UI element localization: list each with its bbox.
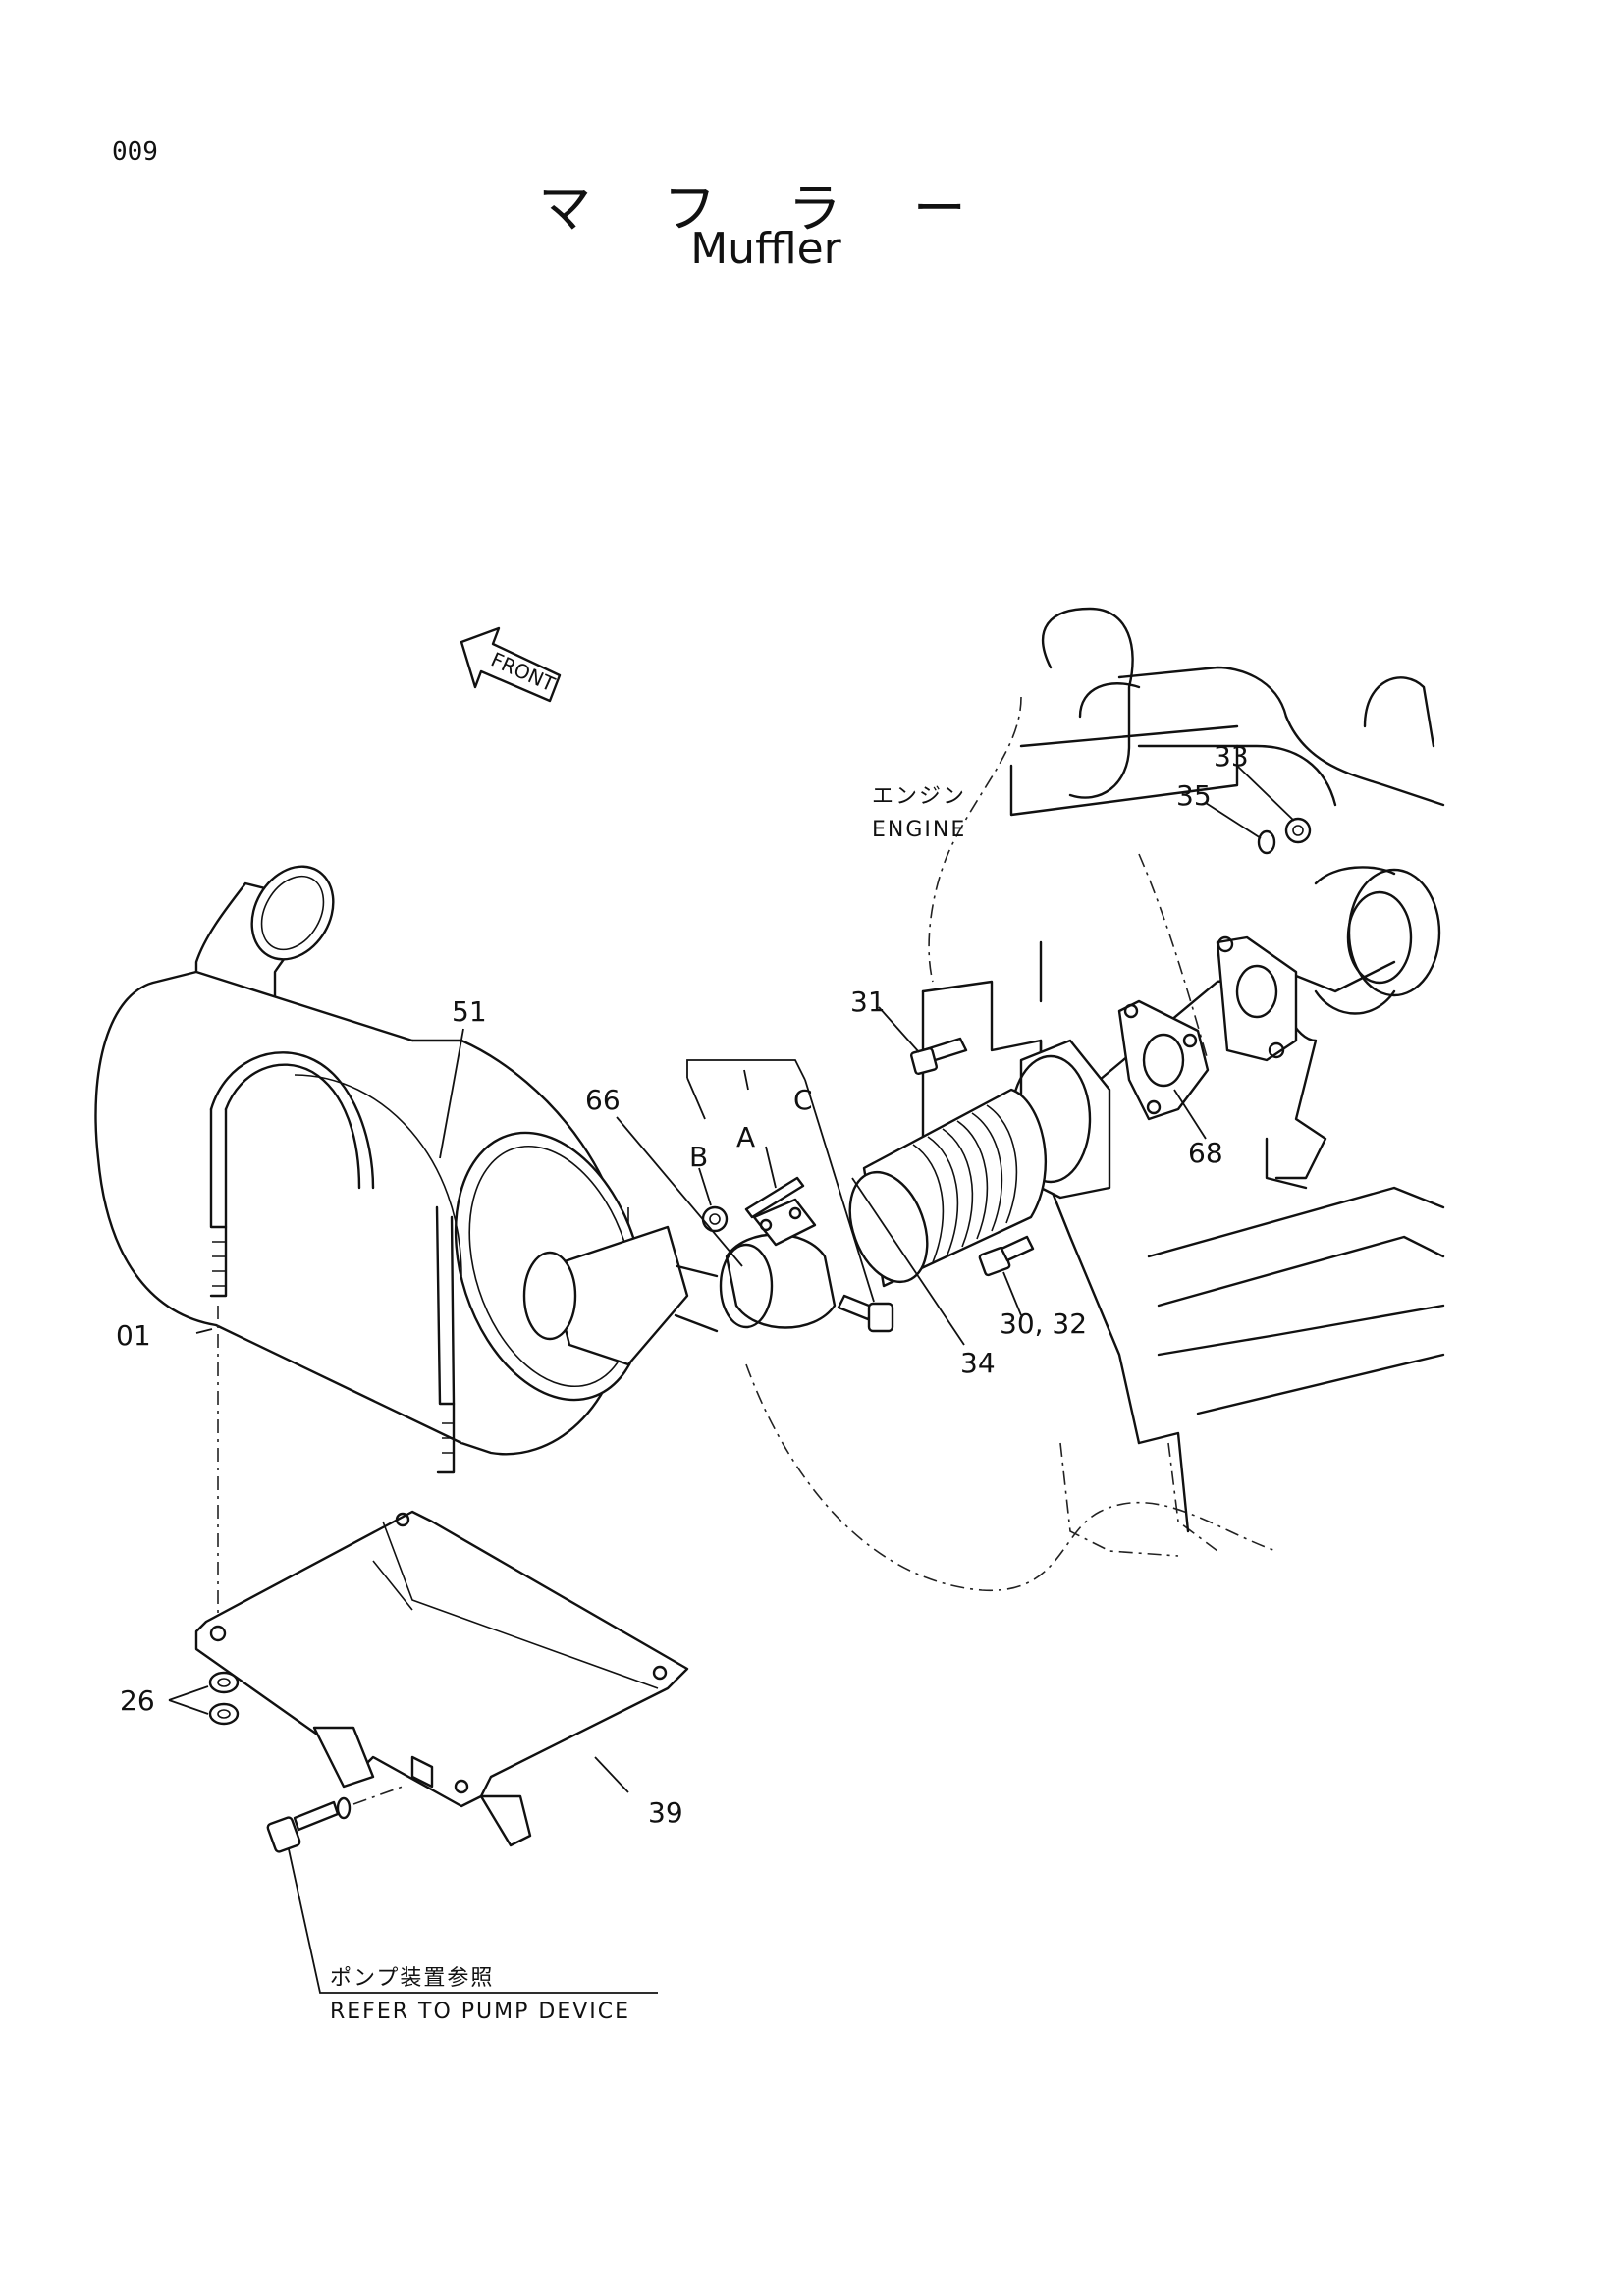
title-japanese: マ フ ラ ー <box>538 178 994 240</box>
callout-33: 33 <box>1214 740 1249 773</box>
leader-lines <box>168 765 1295 1994</box>
engine-outline <box>745 607 1445 1591</box>
callout-66: 66 <box>585 1084 621 1116</box>
bolt-30-32 <box>978 1235 1035 1277</box>
nut-33 <box>1284 817 1312 844</box>
front-arrow-icon: FRONT <box>460 626 562 703</box>
engine-label-jp: エンジン <box>872 784 966 809</box>
callout-51: 51 <box>452 995 487 1028</box>
callout-34: 34 <box>960 1347 996 1379</box>
bolt-C <box>837 1294 894 1333</box>
exhaust-pipe-34 <box>848 1039 1111 1288</box>
callout-26: 26 <box>120 1684 155 1717</box>
callout-39: 39 <box>648 1796 683 1829</box>
refer-note-jp: ポンプ装置参照 <box>330 1966 494 1991</box>
callout-68: 68 <box>1188 1137 1223 1169</box>
engine-label-en: ENGINE <box>872 818 966 842</box>
clamp-66 <box>719 1198 837 1329</box>
callout-35: 35 <box>1176 779 1212 812</box>
callout-01: 01 <box>116 1319 151 1352</box>
callout-30-32: 30, 32 <box>1000 1308 1087 1340</box>
nuts-26 <box>208 1671 240 1726</box>
page-number: 009 <box>112 137 158 167</box>
title-english: Muffler <box>690 224 841 274</box>
gasket-68 <box>1117 999 1210 1121</box>
callout-31: 31 <box>850 986 886 1018</box>
washer-35 <box>1257 829 1276 855</box>
pin-A <box>744 1176 805 1219</box>
muffler-51 <box>94 865 719 1474</box>
callout-A: A <box>736 1121 755 1153</box>
callout-C: C <box>793 1084 813 1116</box>
bracket-39 <box>194 1510 689 1847</box>
pump-bolt <box>266 1786 404 1853</box>
refer-note-en: REFER TO PUMP DEVICE <box>330 2000 630 2024</box>
nut-B <box>701 1205 729 1233</box>
callout-B: B <box>689 1141 708 1173</box>
bolt-31 <box>910 1037 968 1075</box>
engine-flange <box>1216 935 1298 1062</box>
